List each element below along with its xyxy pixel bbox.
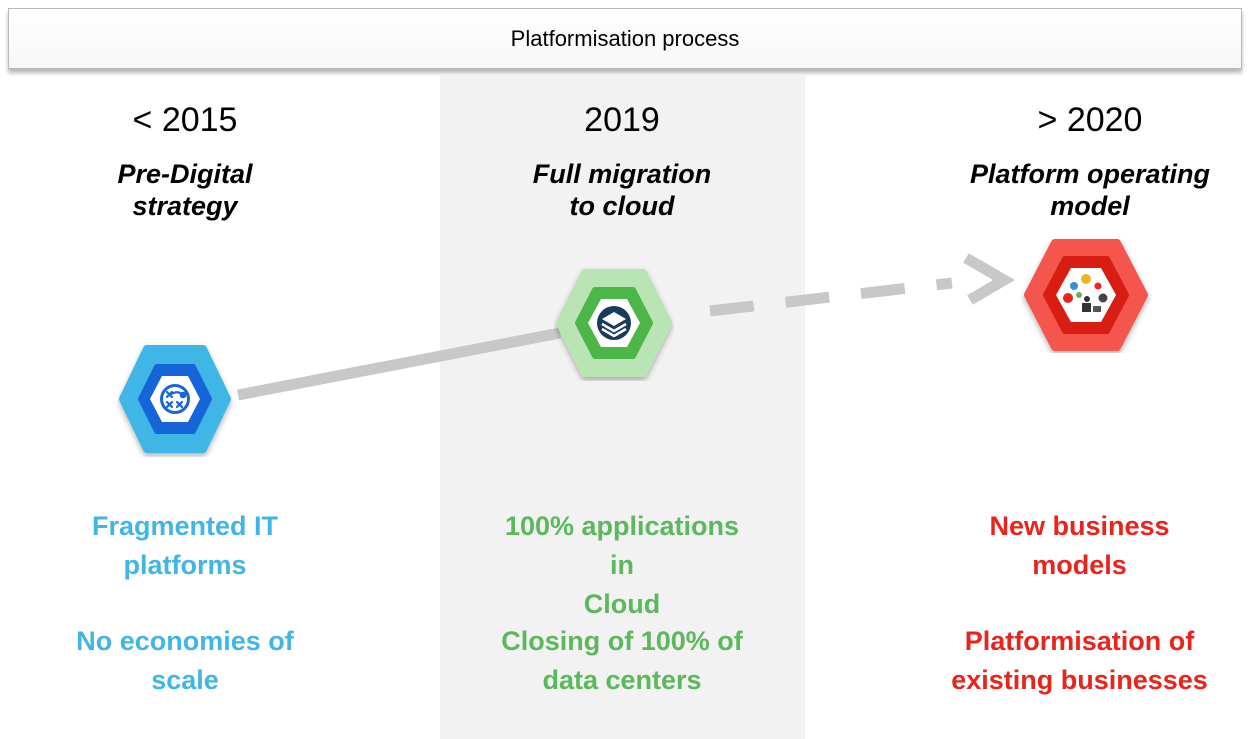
diagram-title: Platformisation process	[510, 25, 740, 51]
outcome-line-2: models	[1032, 550, 1127, 580]
outcome-secondary: Closing of 100% of data centers	[497, 622, 747, 700]
outcome-secondary: Platformisation of existing businesses	[910, 622, 1249, 700]
outcome-line-1: 100% applications in	[504, 511, 740, 580]
outcome-primary: 100% applications in Cloud	[497, 507, 747, 624]
outcome-line-2: Cloud	[583, 589, 661, 619]
stage-phase: Pre-Digital strategy	[60, 158, 310, 222]
layers-stack-icon	[556, 269, 672, 377]
arrowhead-icon	[963, 253, 1015, 305]
outcome-line-1: Closing of 100% of	[501, 626, 743, 656]
phase-line-1: Pre-Digital	[117, 159, 253, 189]
phase-line-2: to cloud	[569, 191, 675, 221]
business-network-icon	[1024, 239, 1148, 351]
stage-year: < 2015	[132, 101, 238, 139]
outcome-line-1: Platformisation of	[964, 626, 1195, 656]
outcome-line-2: platforms	[123, 550, 247, 580]
outcome-line-2: scale	[151, 665, 219, 695]
title-bar: Platformisation process	[8, 8, 1242, 69]
stage-phase: Platform operating model	[930, 158, 1249, 222]
stage-year: 2019	[584, 101, 660, 139]
phase-line-1: Full migration	[532, 159, 712, 189]
outcome-line-2: existing businesses	[951, 665, 1208, 695]
phase-line-1: Platform operating	[969, 159, 1211, 189]
outcome-line-1: No economies of	[76, 626, 294, 656]
outcome-line-1: Fragmented IT	[91, 511, 279, 541]
phase-line-2: strategy	[132, 191, 238, 221]
stage-year: > 2020	[1037, 101, 1143, 139]
highlight-band-2019	[440, 75, 805, 739]
outcome-secondary: No economies of scale	[60, 622, 310, 700]
outcome-line-2: data centers	[542, 665, 702, 695]
outcome-primary: New business models	[910, 507, 1249, 585]
dashed-connector	[709, 277, 953, 317]
stage-phase: Full migration to cloud	[497, 158, 747, 222]
solid-connector	[236, 327, 562, 401]
phase-line-2: model	[1050, 191, 1130, 221]
outcome-line-1: New business	[989, 511, 1170, 541]
strategy-play-icon	[119, 345, 231, 453]
outcome-primary: Fragmented IT platforms	[60, 507, 310, 585]
